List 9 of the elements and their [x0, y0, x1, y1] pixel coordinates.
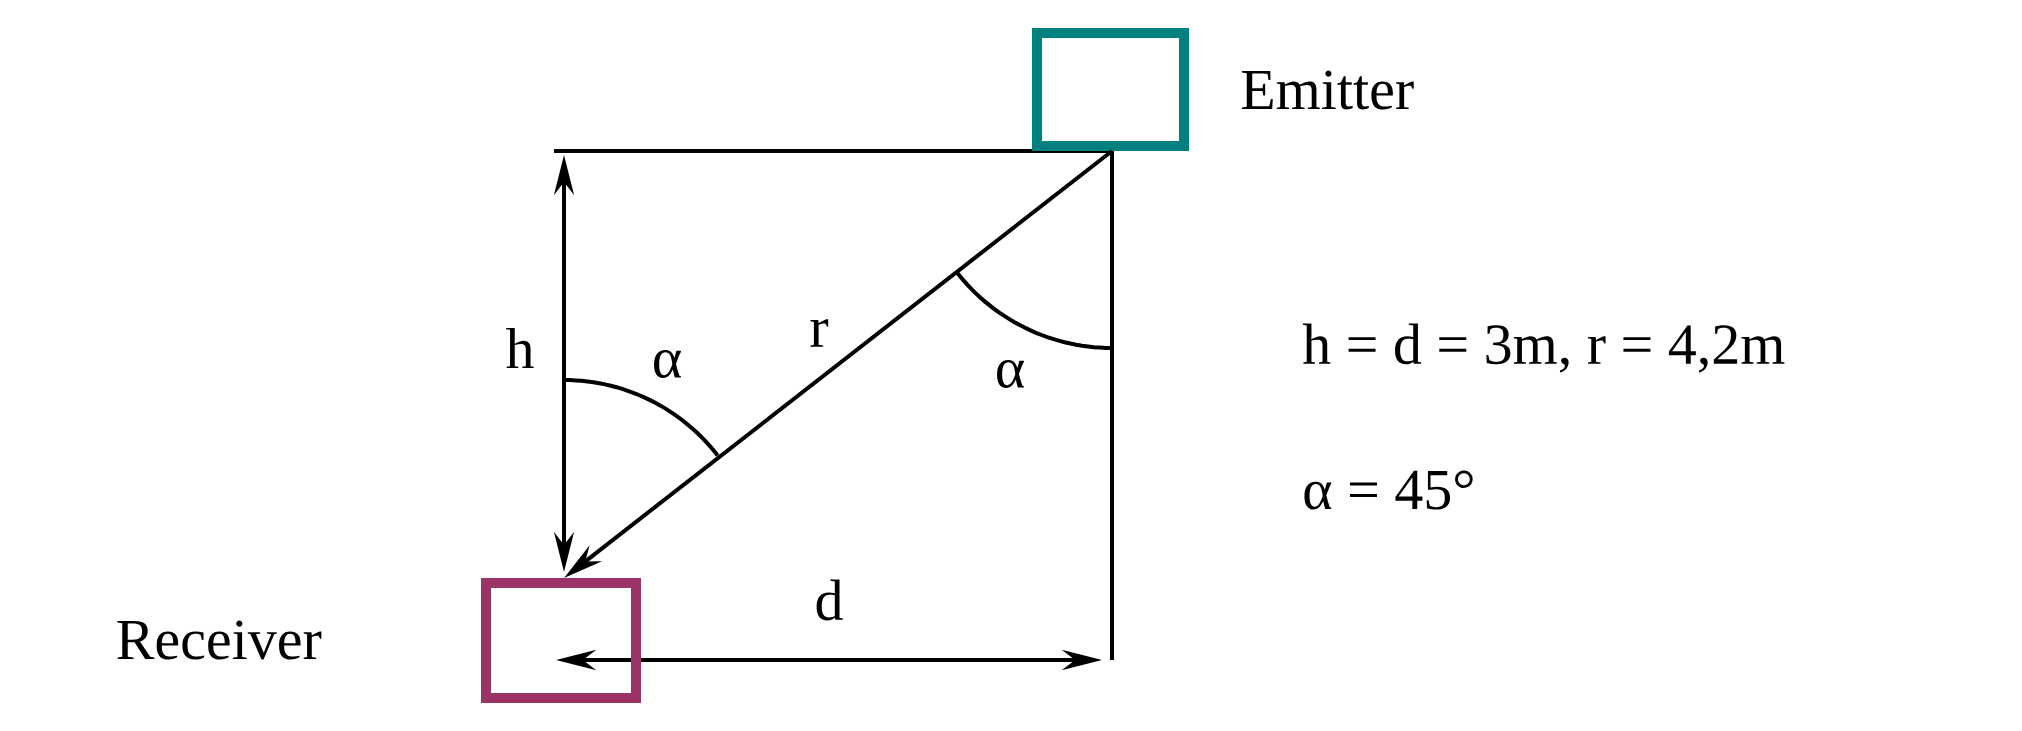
formula-text: h = d = 3m, r = 4,2m — [1302, 323, 1785, 373]
dimension-label: α — [654, 350, 681, 378]
node-label: Receiver — [117, 620, 322, 660]
dimension-label: α — [997, 360, 1024, 388]
dimension-label: d — [816, 579, 843, 621]
formula-text: α = 45° — [1304, 470, 1473, 510]
dimension-label: h — [506, 327, 534, 369]
node-label: Emitter — [1241, 70, 1414, 110]
edge-label: r — [810, 319, 829, 347]
